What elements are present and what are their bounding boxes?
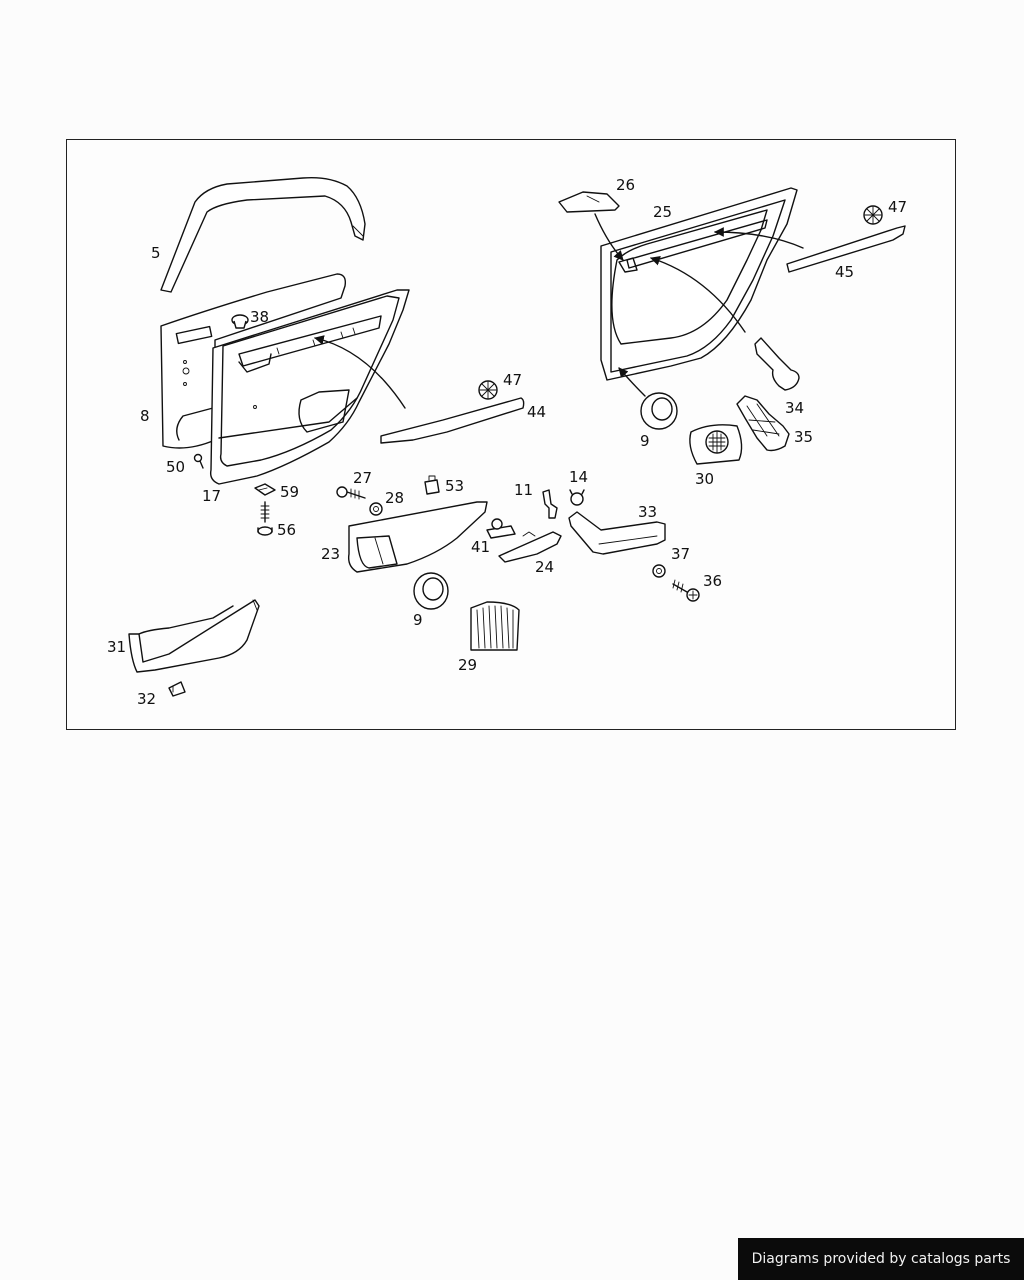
callout-25: 25 [653,203,672,221]
callout-47-left: 47 [503,371,522,389]
part-53-clip[interactable] [424,475,440,495]
part-27-screw[interactable] [336,486,366,500]
part-17-door-trim-panel[interactable] [209,289,410,485]
part-37-washer[interactable] [652,564,666,578]
part-14-bushing[interactable] [569,489,585,506]
part-33-inner-door-handle[interactable] [568,511,666,555]
callout-50: 50 [166,458,185,476]
part-45-trim-strip[interactable] [786,225,906,273]
part-59-clip[interactable] [254,483,276,496]
credit-badge: Diagrams provided by catalogs parts [738,1238,1024,1280]
part-34-grab-handle[interactable] [754,337,800,391]
callout-32: 32 [137,690,156,708]
callout-59: 59 [280,483,299,501]
part-31-lower-trim[interactable] [128,599,260,673]
part-9-speaker-ring-right[interactable] [640,392,678,430]
part-47-emblem-left[interactable] [478,380,498,400]
part-44-trim-strip[interactable] [380,397,525,444]
part-29-speaker-grille[interactable] [470,601,520,651]
callout-5: 5 [151,244,161,262]
callout-28: 28 [385,489,404,507]
callout-35: 35 [794,428,813,446]
part-8-door-panel-outer[interactable] [160,273,347,449]
callout-17: 17 [202,487,221,505]
callout-47-right: 47 [888,198,907,216]
callout-45: 45 [835,263,854,281]
exploded-parts-diagram: 5 8 38 50 17 59 56 27 28 53 47 44 23 9 2… [107,176,907,708]
part-5-window-frame-trim[interactable] [160,176,366,293]
part-9-speaker-ring-left[interactable] [413,572,449,610]
part-32-clip[interactable] [168,681,186,697]
part-47-emblem-right[interactable] [863,205,883,225]
callout-8: 8 [140,407,150,425]
part-41-lock-knob[interactable] [486,518,516,539]
callout-9-right: 9 [640,432,650,450]
callout-33: 33 [638,503,657,521]
callout-44: 44 [527,403,546,421]
parts-diagram-frame: 5 8 38 50 17 59 56 27 28 53 47 44 23 9 2… [66,139,956,730]
part-36-screw[interactable] [672,579,700,602]
part-38-clip[interactable] [231,314,249,329]
callout-11: 11 [514,481,533,499]
part-25-door-trim-panel[interactable] [600,187,798,381]
credit-text: Diagrams provided by catalogs parts [751,1251,1011,1267]
callout-31: 31 [107,638,126,656]
part-23-armrest[interactable] [347,501,488,573]
callout-38: 38 [250,308,269,326]
callout-27: 27 [353,469,372,487]
callout-34: 34 [785,399,804,417]
callout-36: 36 [703,572,722,590]
part-56-stud[interactable] [257,501,273,536]
part-28-washer[interactable] [369,502,383,516]
callout-26: 26 [616,176,635,194]
callout-56: 56 [277,521,296,539]
callout-24: 24 [535,558,554,576]
part-50-screw[interactable] [193,453,204,469]
part-30-speaker-grille[interactable] [689,424,743,465]
part-26-handle-bezel[interactable] [558,191,620,213]
callout-41: 41 [471,538,490,556]
part-35-grille-bracket[interactable] [736,395,790,452]
part-11-bracket[interactable] [542,489,558,519]
callout-23: 23 [321,545,340,563]
callout-9-left: 9 [413,611,423,629]
callout-37: 37 [671,545,690,563]
callout-53: 53 [445,477,464,495]
callout-29: 29 [458,656,477,674]
callout-14: 14 [569,468,588,486]
part-24-handle-cover[interactable] [498,531,562,563]
callout-30: 30 [695,470,714,488]
